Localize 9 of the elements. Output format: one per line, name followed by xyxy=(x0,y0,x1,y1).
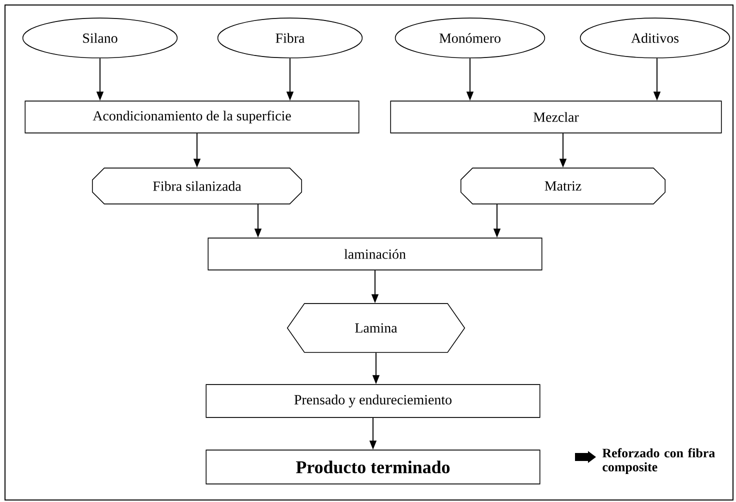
product-octagon: Fibra silanizada xyxy=(92,168,302,204)
process-box: Acondicionamiento de la superficie xyxy=(24,100,360,134)
process-box: laminación xyxy=(208,238,542,270)
final-box: Producto terminado xyxy=(206,450,540,484)
product-octagon: Matriz xyxy=(460,168,666,204)
process-box: Prensado y endureciemiento xyxy=(206,384,540,418)
note-text: Reforzado con fibra composite xyxy=(602,448,715,474)
process-box: Mezclar xyxy=(390,100,722,134)
product-hexagon: Lamina xyxy=(286,303,466,353)
